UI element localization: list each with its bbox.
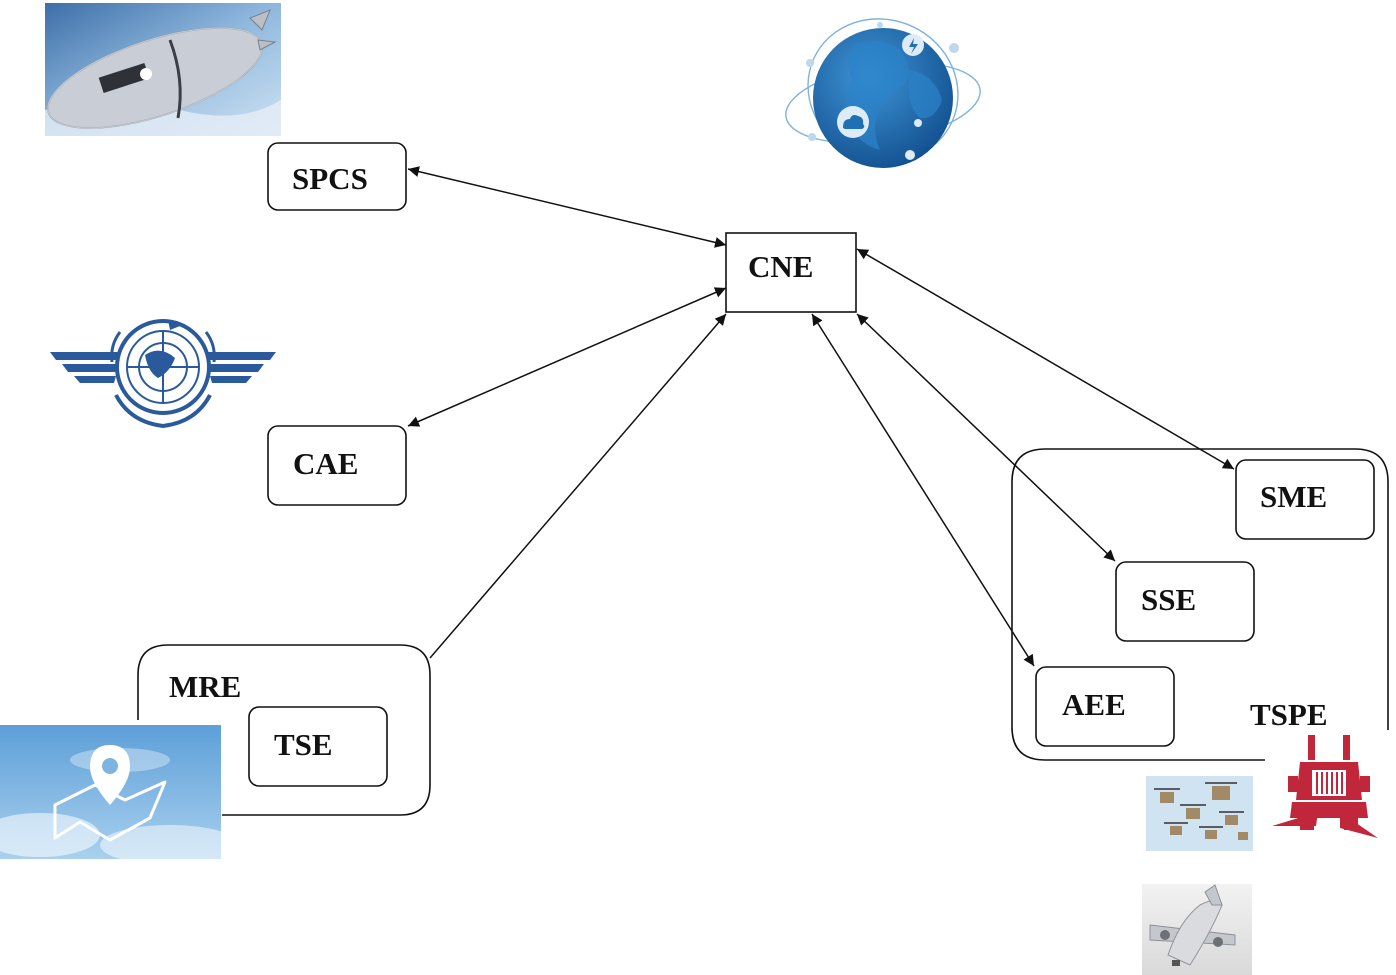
cae-label: CAE — [293, 446, 358, 481]
truck-icon — [1272, 735, 1378, 838]
aee-box — [1035, 666, 1175, 747]
link-spcs-cne — [407, 166, 727, 248]
sme-box — [1235, 459, 1375, 540]
tse-box — [248, 706, 388, 787]
cne-box — [725, 232, 857, 313]
map-pin-sky-image — [0, 725, 240, 865]
connectors — [407, 166, 1235, 667]
tspe-label: TSPE — [1250, 697, 1328, 732]
globe-network-icon — [785, 18, 981, 168]
spcs-label: SPCS — [292, 161, 368, 196]
sse-box — [1115, 561, 1255, 642]
airship-image — [45, 3, 281, 136]
icao-emblem-icon — [50, 319, 276, 429]
spcs-box — [267, 142, 407, 211]
sme-label: SME — [1260, 479, 1327, 514]
tse-label: TSE — [274, 727, 333, 762]
cargo-plane-image — [1142, 884, 1252, 975]
aee-label: AEE — [1062, 687, 1126, 722]
drone-swarm-image — [1146, 776, 1253, 851]
cae-box — [267, 425, 407, 506]
mre-label: MRE — [169, 669, 241, 704]
link-mre-cne — [429, 313, 727, 659]
link-aee-cne — [811, 313, 1035, 667]
mre-container — [137, 644, 431, 816]
sse-label: SSE — [1141, 582, 1196, 617]
link-sme-cne — [856, 248, 1235, 470]
link-sse-cne — [856, 313, 1116, 562]
cne-label: CNE — [748, 249, 813, 284]
link-cae-cne — [407, 287, 727, 427]
